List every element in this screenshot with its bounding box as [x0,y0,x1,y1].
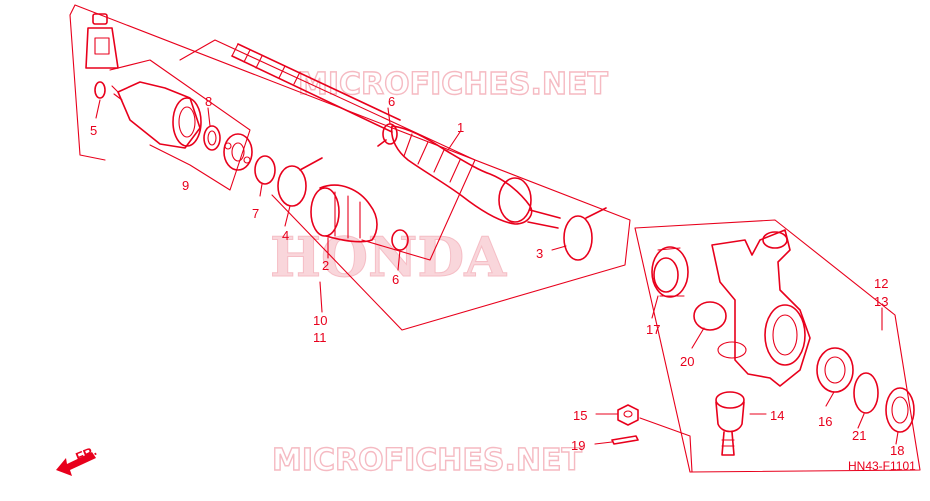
circlip-icon [203,125,221,151]
callout-5: 5 [90,123,97,138]
callout-3: 3 [536,246,543,261]
inner-joint-housing-icon [111,81,202,149]
callout-6-lower: 6 [392,272,399,287]
group-outline-grease [69,14,106,161]
callout-7: 7 [252,206,259,221]
castle-nut-icon [617,404,639,426]
cotter-pin-icon [611,435,639,445]
callout-15: 15 [573,408,587,423]
group-outline-inner-joint [109,59,251,191]
callout-9: 9 [182,178,189,193]
inner-boot-icon [310,184,378,243]
stop-ring-icon [254,155,276,185]
callout-16: 16 [818,414,832,429]
drive-shaft-icon [231,43,561,229]
group-outline-knuckle [634,219,921,473]
group-outline-shaft [179,39,476,261]
callout-14: 14 [770,408,784,423]
callout-6-upper: 6 [388,94,395,109]
leader-lines [95,99,899,473]
callout-12: 12 [874,276,888,291]
callout-19: 19 [571,438,585,453]
steering-knuckle-icon [711,229,811,387]
front-direction-label: FR. [74,443,99,465]
watermark-honda: HONDA [270,225,507,289]
callout-20: 20 [680,354,694,369]
joint-cage-icon [223,133,253,171]
callout-17: 17 [646,322,660,337]
snap-ring-left-icon [693,301,727,331]
grease-bottle-icon [85,13,119,99]
boot-band-outer-icon [563,207,607,261]
front-direction-arrow-icon [56,452,96,476]
snap-ring-right-icon [853,372,879,414]
callout-11: 11 [313,330,327,345]
oil-seal-right-icon [885,387,915,433]
callout-4: 4 [282,228,289,243]
callout-13: 13 [874,294,888,309]
callout-10: 10 [313,313,327,328]
watermark-top: MICROFICHES.NET [298,67,609,102]
diagram-code: HN43-F1101 [848,459,916,473]
wheel-bearing-icon [816,347,854,393]
oil-seal-left-icon [651,246,689,298]
callout-21: 21 [852,428,866,443]
callout-8: 8 [205,94,212,109]
watermark-bottom: MICROFICHES.NET [272,443,583,478]
group-outline-driveshaft [69,4,631,331]
callout-18: 18 [890,443,904,458]
callout-2: 2 [322,258,329,273]
boot-band-inner-icon [277,157,323,207]
ball-joint-icon [715,391,745,456]
callout-1: 1 [457,120,464,135]
